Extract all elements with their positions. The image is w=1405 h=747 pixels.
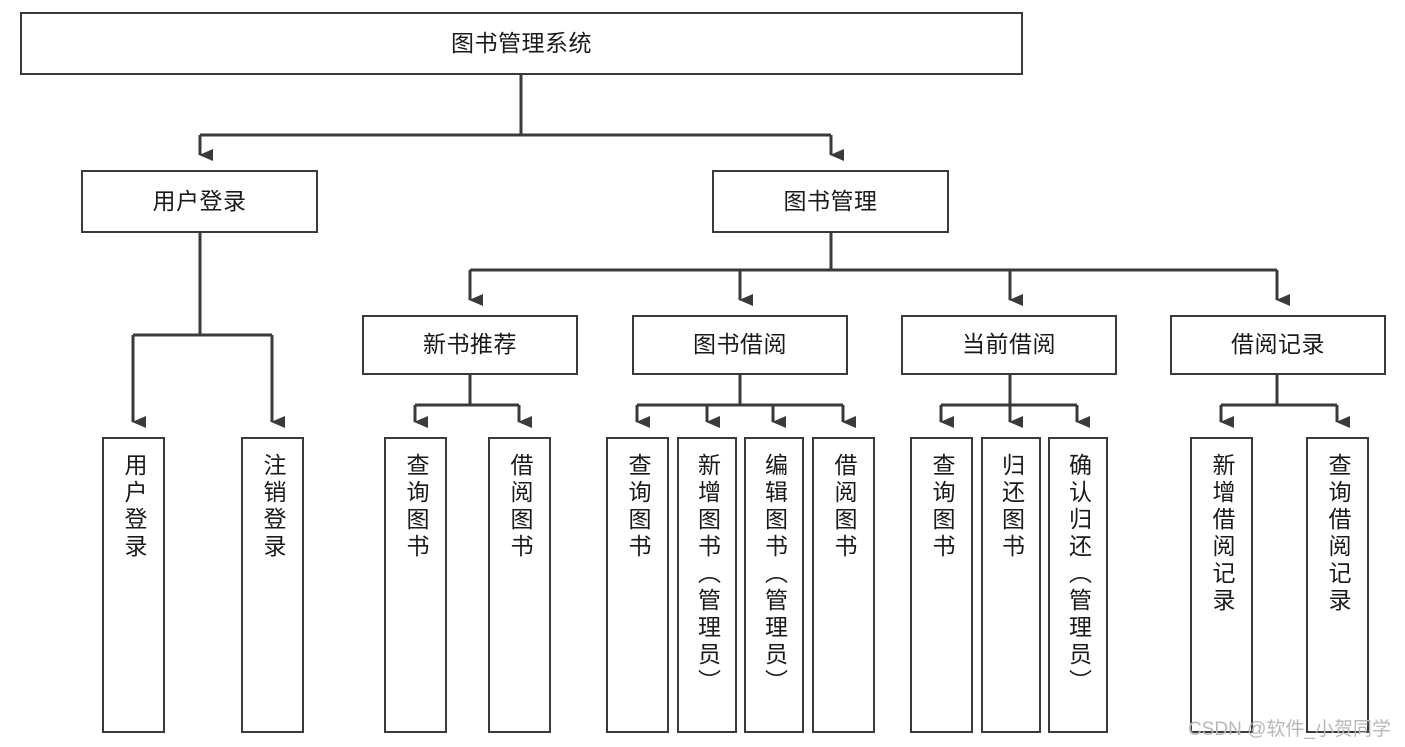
node-leaf-return-book[interactable]: 归还图书: [981, 437, 1041, 733]
node-root-label: 图书管理系统: [451, 29, 592, 56]
node-new-book-recommend[interactable]: 新书推荐: [362, 315, 578, 375]
node-leaf-logout-login-label: 注销登录: [260, 453, 286, 561]
node-leaf-edit-book-admin[interactable]: 编辑图书（管理员）: [744, 437, 804, 733]
node-leaf-query-borrow-record-label: 查询借阅记录: [1325, 453, 1351, 615]
node-leaf-add-borrow-record-label: 新增借阅记录: [1209, 453, 1235, 615]
node-borrow-record[interactable]: 借阅记录: [1170, 315, 1386, 375]
node-new-book-recommend-label: 新书推荐: [423, 331, 517, 358]
node-leaf-edit-book-admin-label: 编辑图书（管理员）: [761, 453, 788, 696]
node-book-manage[interactable]: 图书管理: [712, 170, 949, 233]
node-leaf-add-book-admin[interactable]: 新增图书（管理员）: [677, 437, 737, 733]
node-leaf-add-book-admin-label: 新增图书（管理员）: [694, 453, 721, 696]
node-user-login-label: 用户登录: [152, 187, 247, 214]
node-leaf-query-borrow-record[interactable]: 查询借阅记录: [1306, 437, 1369, 733]
node-book-borrow[interactable]: 图书借阅: [632, 315, 848, 375]
node-leaf-query-book-3-label: 查询图书: [929, 453, 955, 561]
node-leaf-logout-login[interactable]: 注销登录: [241, 437, 304, 733]
csdn-watermark: CSDN @软件_小贺同学: [1188, 719, 1391, 740]
node-leaf-confirm-return-admin-label: 确认归还（管理员）: [1065, 453, 1092, 696]
node-leaf-borrow-book-1[interactable]: 借阅图书: [488, 437, 551, 733]
node-leaf-query-book-3[interactable]: 查询图书: [910, 437, 973, 733]
node-leaf-confirm-return-admin[interactable]: 确认归还（管理员）: [1048, 437, 1108, 733]
node-leaf-borrow-book-1-label: 借阅图书: [507, 453, 533, 561]
node-leaf-query-book-1[interactable]: 查询图书: [384, 437, 447, 733]
node-root[interactable]: 图书管理系统: [20, 12, 1023, 75]
node-leaf-add-borrow-record[interactable]: 新增借阅记录: [1190, 437, 1253, 733]
node-leaf-borrow-book-2[interactable]: 借阅图书: [812, 437, 875, 733]
node-current-borrow[interactable]: 当前借阅: [901, 315, 1117, 375]
node-book-borrow-label: 图书借阅: [693, 331, 787, 358]
node-book-manage-label: 图书管理: [783, 187, 878, 214]
node-leaf-user-login-label: 用户登录: [121, 453, 147, 561]
node-user-login[interactable]: 用户登录: [81, 170, 318, 233]
node-leaf-query-book-1-label: 查询图书: [403, 453, 429, 561]
node-leaf-user-login[interactable]: 用户登录: [102, 437, 165, 733]
node-leaf-return-book-label: 归还图书: [998, 453, 1025, 561]
node-leaf-query-book-2-label: 查询图书: [625, 453, 651, 561]
node-leaf-borrow-book-2-label: 借阅图书: [831, 453, 857, 561]
node-borrow-record-label: 借阅记录: [1231, 331, 1325, 358]
node-current-borrow-label: 当前借阅: [962, 331, 1056, 358]
node-leaf-query-book-2[interactable]: 查询图书: [606, 437, 669, 733]
